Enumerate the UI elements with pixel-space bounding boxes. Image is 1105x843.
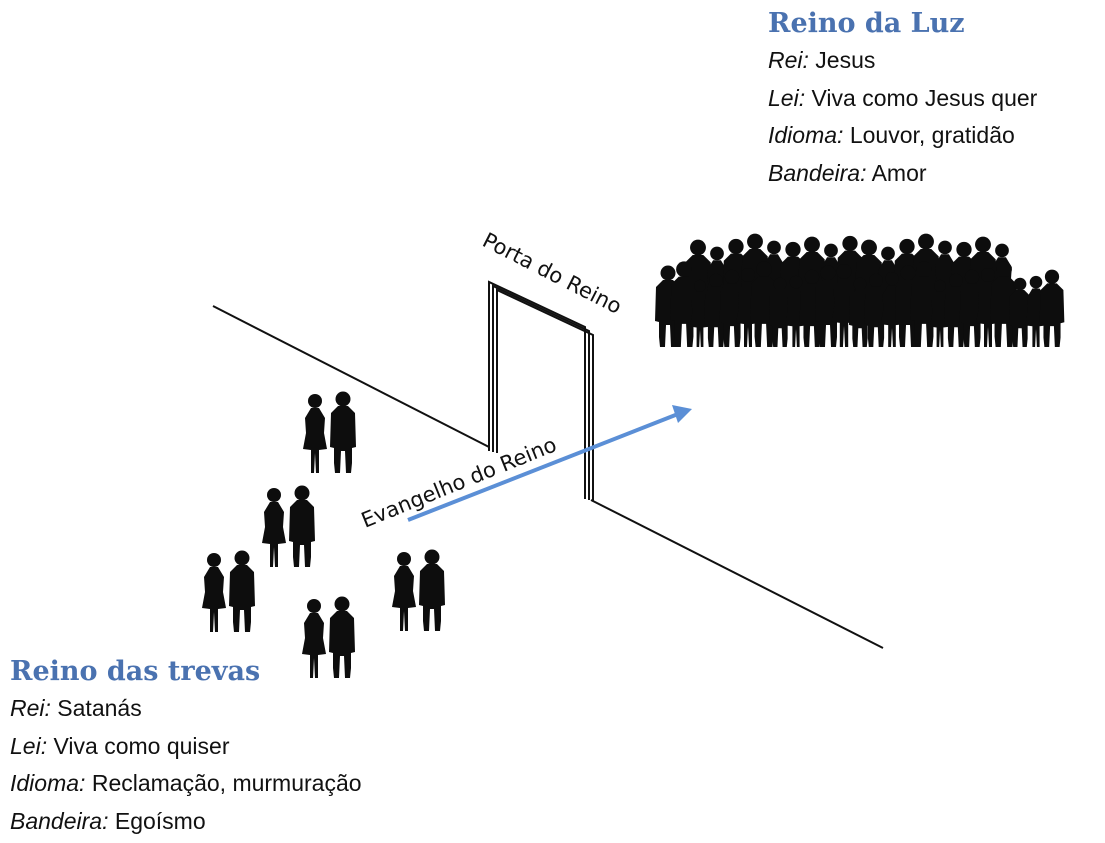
light-kingdom-title: Reino da Luz <box>768 8 965 39</box>
light-kingdom-row-language: Idioma: Louvor, gratidão <box>768 122 1015 148</box>
dark-kingdom-row-flag: Bandeira: Egoísmo <box>10 807 206 834</box>
light-kingdom-crowd <box>655 233 1065 347</box>
light-kingdom-box: Reino da Luz Rei: Jesus Lei: Viva como J… <box>768 6 1037 192</box>
dark-kingdom-box: Reino das trevas Rei: Satanás Lei: Viva … <box>10 654 362 840</box>
wall-line-left <box>212 305 490 448</box>
door-label: Porta do Reino <box>479 228 626 319</box>
wall-line-right <box>590 499 884 649</box>
dark-kingdom-row-king: Rei: Satanás <box>10 695 142 721</box>
couple-3 <box>202 550 255 632</box>
couple-2 <box>262 485 315 567</box>
gospel-arrow <box>407 405 692 522</box>
couple-1 <box>303 391 356 473</box>
dark-kingdom-people <box>202 391 445 678</box>
crowd-person <box>1039 269 1065 347</box>
couple-5 <box>392 549 445 631</box>
dark-kingdom-row-law: Lei: Viva como quiser <box>10 732 230 759</box>
light-kingdom-row-king: Rei: Jesus <box>768 47 876 73</box>
arrow-label: Evangelho do Reino <box>358 432 560 532</box>
light-kingdom-row-flag: Bandeira: Amor <box>768 159 927 186</box>
dark-kingdom-row-language: Idioma: Reclamação, murmuração <box>10 770 362 796</box>
door-frame <box>488 280 594 501</box>
light-kingdom-row-law: Lei: Viva como Jesus quer <box>768 84 1038 111</box>
dark-kingdom-title: Reino das trevas <box>10 656 261 687</box>
